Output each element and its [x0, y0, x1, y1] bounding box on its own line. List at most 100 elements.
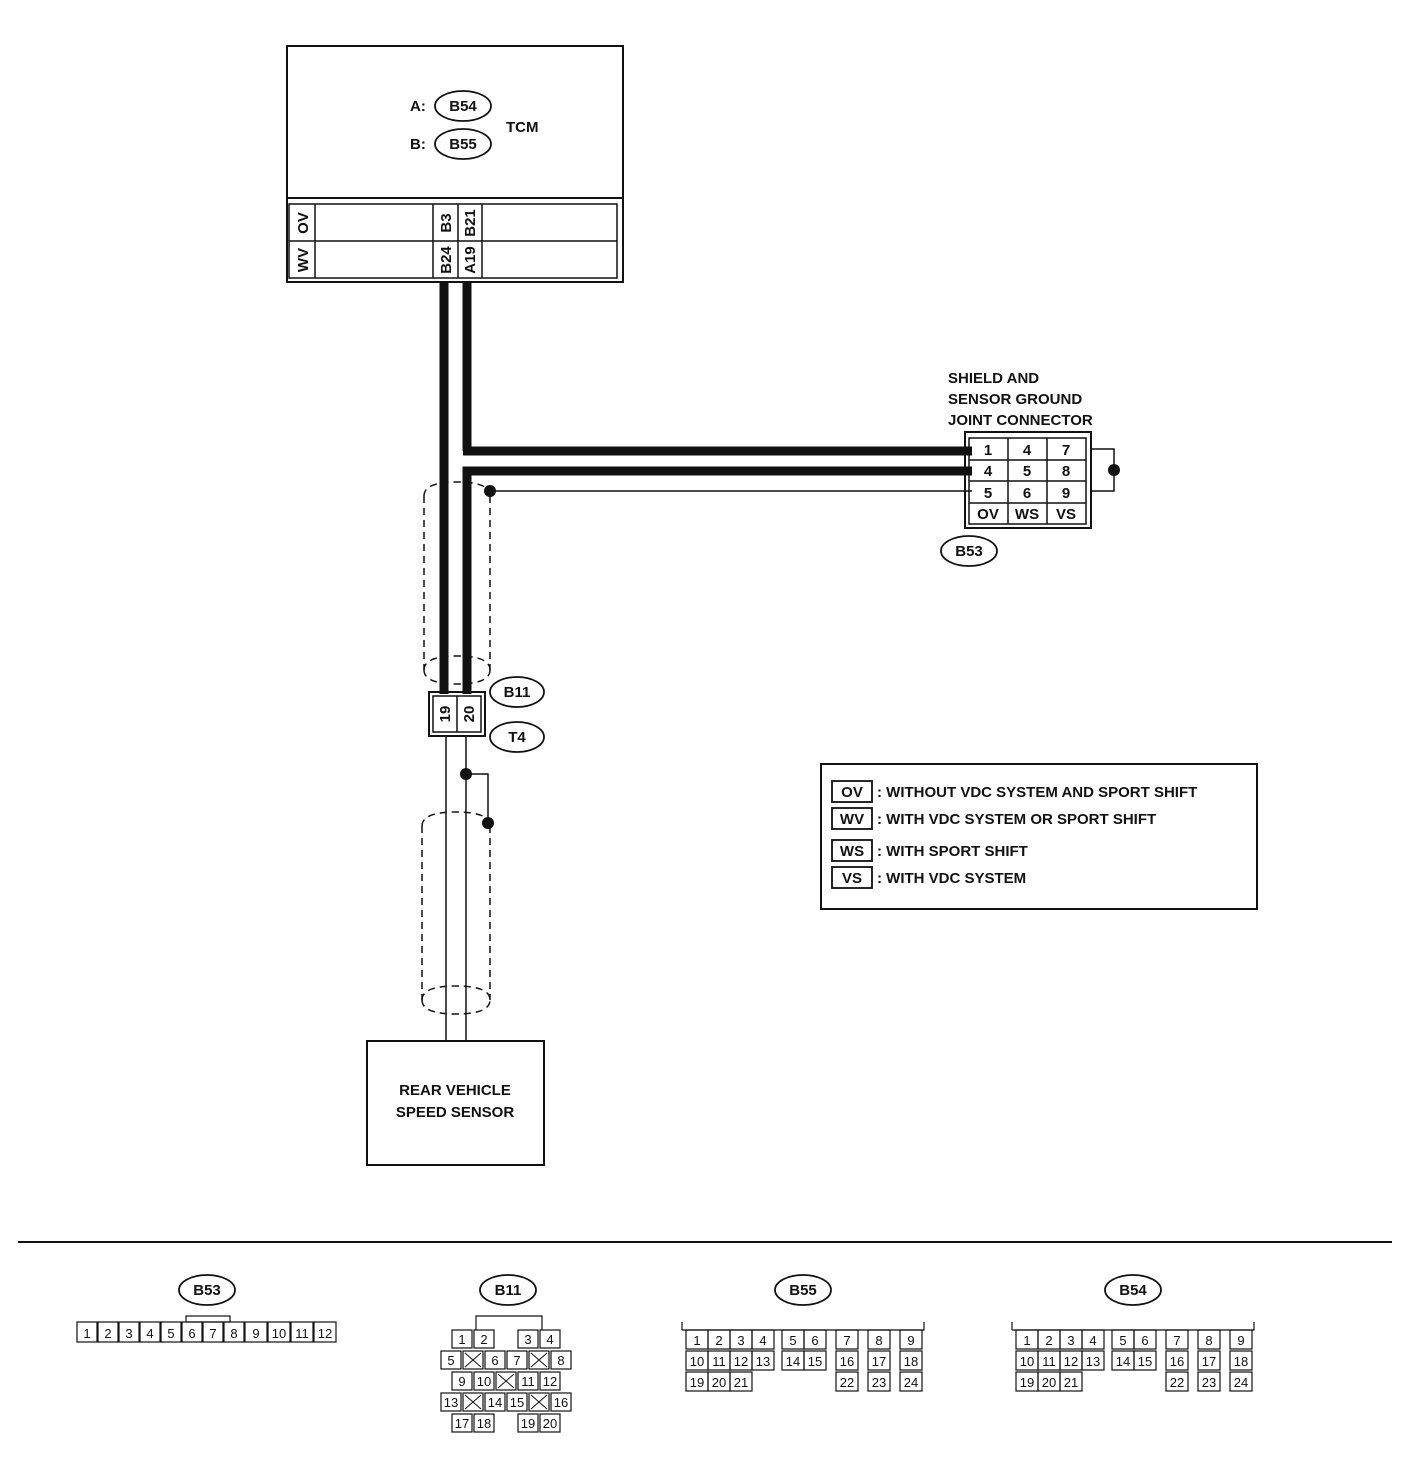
b11-pin-label: 3 — [524, 1332, 531, 1347]
tcm-pin-ov: OV — [295, 212, 312, 234]
b54-cell — [1197, 1371, 1221, 1392]
b11-cell — [528, 1350, 550, 1370]
b11-cell — [517, 1329, 539, 1349]
tcm-pin-b24: B24 — [438, 246, 455, 274]
legend-code: VS — [842, 870, 862, 887]
b55-cell — [899, 1350, 923, 1371]
b11-cell — [440, 1392, 462, 1412]
b55-cell — [899, 1371, 923, 1392]
b11-cell — [506, 1392, 528, 1412]
b11-pin-label: 14 — [488, 1395, 502, 1410]
b11-cell — [451, 1413, 473, 1433]
junction-pin-20: 20 — [461, 706, 478, 723]
tcm-pin-wv: WV — [295, 248, 312, 272]
b11-cell — [451, 1371, 473, 1391]
blank-cavity-mark — [464, 1352, 482, 1368]
b11-pin-label: 7 — [513, 1353, 520, 1368]
b11-cell — [550, 1392, 572, 1412]
sensor-line-2: SPEED SENSOR — [396, 1104, 515, 1121]
b54-pin-label: 7 — [1173, 1333, 1180, 1348]
lower-shield-splice — [482, 817, 494, 829]
b55-pin-label: 24 — [904, 1375, 918, 1390]
b11-pin-label: 2 — [480, 1332, 487, 1347]
b55-pin-label: 3 — [737, 1333, 744, 1348]
junction-upper-oval — [489, 676, 545, 708]
b54-cell — [1133, 1350, 1157, 1371]
b54-cell — [1229, 1350, 1253, 1371]
b11-cell — [473, 1413, 495, 1433]
b55-pin-label: 13 — [756, 1354, 770, 1369]
tcm-module: A: B54 B: B55 TCM OV B3 B21 WV B24 A19 — [286, 45, 624, 283]
joint-cell: 5 — [984, 485, 992, 502]
b54-cell — [1059, 1371, 1083, 1392]
b53-cell — [313, 1321, 337, 1343]
b55-cell — [751, 1329, 775, 1350]
b11-cell — [462, 1392, 484, 1412]
b55-cell — [899, 1329, 923, 1350]
joint-cell: 8 — [1062, 463, 1070, 480]
b11-pin-label: 10 — [477, 1374, 491, 1389]
b54-pin-label: 11 — [1042, 1354, 1056, 1369]
b53-pin-label: 6 — [188, 1326, 195, 1341]
b55-cell — [835, 1329, 859, 1350]
tcm-conn-b-label: B55 — [449, 136, 477, 153]
junction-upper-id: B11 — [504, 684, 531, 701]
b11-cell — [528, 1392, 550, 1412]
b55-pin-label: 16 — [840, 1354, 854, 1369]
b54-pin-label: 14 — [1116, 1354, 1130, 1369]
b53-pin-label: 3 — [125, 1326, 132, 1341]
b54-housing-outline — [1011, 1322, 1255, 1331]
b54-cell — [1197, 1329, 1221, 1350]
b55-cell — [867, 1350, 891, 1371]
b55-cell — [803, 1329, 827, 1350]
joint-title-2: SENSOR GROUND — [948, 391, 1082, 408]
b54-pin-label: 23 — [1202, 1375, 1216, 1390]
splice-sensor-ground — [460, 768, 472, 780]
tcm-conn-a-prefix: A: — [410, 98, 426, 115]
b11-pin-label: 1 — [458, 1332, 465, 1347]
b54-cell — [1165, 1371, 1189, 1392]
b53-pin-label: 2 — [104, 1326, 111, 1341]
sensor-shield-drain — [466, 773, 489, 823]
joint-connector: SHIELD AND SENSOR GROUND JOINT CONNECTOR… — [940, 370, 1093, 567]
wires — [439, 282, 1115, 1040]
tcm-conn-a-label: B54 — [449, 98, 477, 115]
b55-cell — [835, 1350, 859, 1371]
b54-cell — [1081, 1329, 1105, 1350]
junction-lower-id: T4 — [508, 729, 526, 746]
joint-short-splice — [1108, 464, 1120, 476]
blank-cavity-mark — [530, 1394, 548, 1410]
tcm-conn-a-oval — [434, 90, 492, 122]
b55-pin-label: 18 — [904, 1354, 918, 1369]
b11-cell — [473, 1371, 495, 1391]
b11-cell — [539, 1329, 561, 1349]
b11-pin-label: 12 — [543, 1374, 557, 1389]
b55-view-label: B55 — [789, 1282, 817, 1299]
blank-cavity-mark — [464, 1394, 482, 1410]
b55-pin-label: 6 — [811, 1333, 818, 1348]
blank-cavity-mark — [497, 1373, 515, 1389]
b54-cell — [1229, 1329, 1253, 1350]
b11-cell — [550, 1350, 572, 1370]
b11-cell — [451, 1329, 473, 1349]
b55-pin-label: 2 — [715, 1333, 722, 1348]
b53-pin-label: 11 — [295, 1326, 309, 1341]
b53-cell — [160, 1321, 182, 1343]
joint-cell: 4 — [984, 463, 993, 480]
joint-cell: VS — [1056, 506, 1076, 523]
b54-pin-label: 19 — [1020, 1375, 1034, 1390]
b55-pin-label: 10 — [690, 1354, 704, 1369]
b53-pin-label: 12 — [318, 1326, 332, 1341]
legend-text: : WITHOUT VDC SYSTEM AND SPORT SHIFT — [877, 784, 1197, 801]
b53-cell — [118, 1321, 140, 1343]
legend-text: : WITH SPORT SHIFT — [877, 843, 1028, 860]
b54-pin-label: 2 — [1045, 1333, 1052, 1348]
b54-pin-label: 9 — [1237, 1333, 1244, 1348]
b53-cell — [244, 1321, 268, 1343]
b55-housing-outline — [681, 1322, 925, 1331]
b53-pin-label: 8 — [230, 1326, 237, 1341]
joint-id-oval — [940, 535, 998, 567]
